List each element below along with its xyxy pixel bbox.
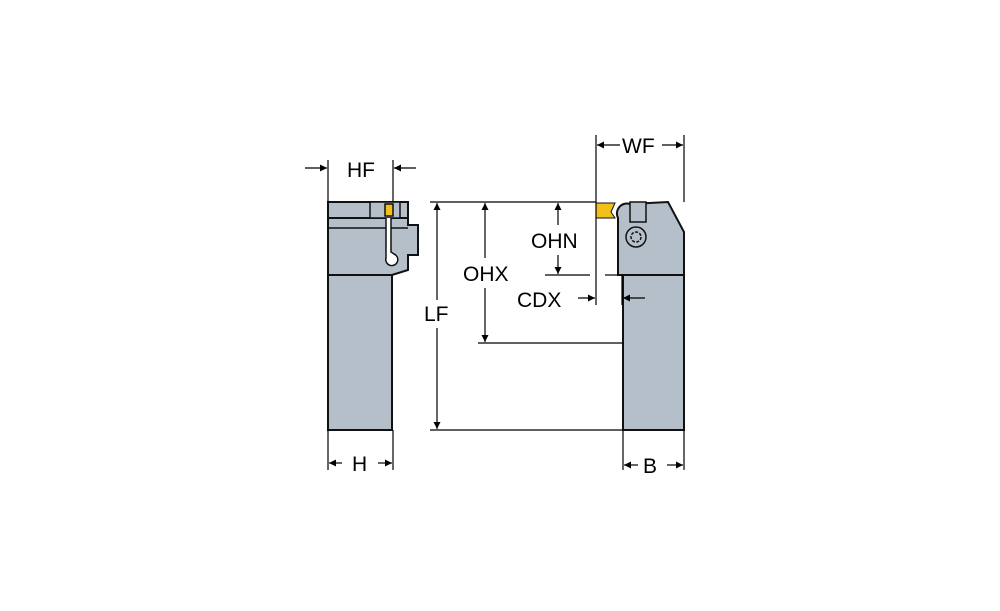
dimension-labels: HF H LF OHX OHN CDX WF B: [347, 135, 657, 478]
label-lf: LF: [424, 303, 449, 326]
label-cdx: CDX: [517, 289, 561, 312]
label-ohx: OHX: [463, 263, 509, 286]
clamp-slot: [385, 218, 399, 267]
label-ohn: OHN: [531, 230, 578, 253]
dimensions: [305, 135, 685, 470]
label-hf: HF: [347, 159, 375, 182]
side-insert: [384, 203, 394, 217]
label-wf: WF: [622, 135, 655, 158]
front-view: [595, 200, 685, 431]
label-b: B: [643, 455, 657, 478]
front-shank: [622, 274, 685, 431]
torx-screw-icon: [625, 226, 647, 248]
side-shank: [327, 274, 393, 431]
side-view: [327, 201, 419, 431]
label-h: H: [352, 453, 367, 476]
insert: [595, 202, 616, 219]
